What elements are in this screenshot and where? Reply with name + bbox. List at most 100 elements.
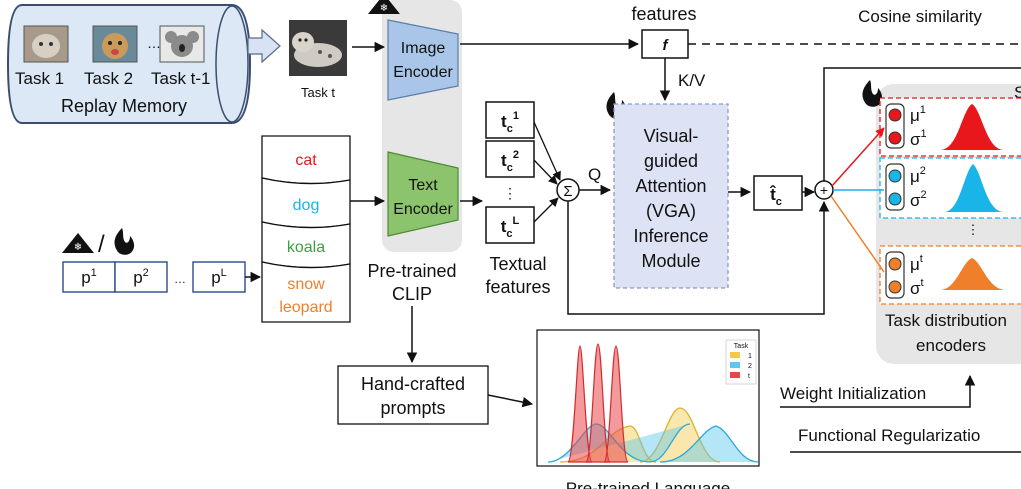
sigma-t: σt [910, 277, 924, 298]
lang-red-curve-2 [585, 343, 611, 463]
prompt-p1: p1 [81, 267, 97, 287]
distribution-label-1: Task distribution [885, 311, 1007, 330]
mu-2: μ2 [910, 165, 926, 186]
distribution-row-2: μ2 σ2 [879, 157, 1021, 219]
gaussian-t [940, 258, 1006, 290]
replay-memory-scroll-end [215, 5, 249, 123]
t-hat-box [753, 175, 803, 211]
prompt-slash: / [98, 231, 105, 258]
memory-ellipsis: … [147, 35, 161, 51]
task-t-1-label: Task t-1 [151, 69, 211, 88]
distribution-row-t: μt σt [879, 245, 1021, 305]
image-encoder-label-2: Encoder [393, 64, 453, 81]
prompt-pL: pL [211, 267, 227, 287]
image-encoder [387, 19, 459, 101]
handcrafted-to-plot-arrow [487, 394, 534, 408]
functional-reg-label: Functional Regularizatio [798, 426, 980, 445]
vga-line-6: Module [641, 251, 700, 271]
prompt-flame-icon [114, 228, 135, 255]
image-feature-symbol: f [663, 37, 670, 54]
mu-1: μ1 [910, 104, 926, 125]
token-vdots: ⋮ [503, 185, 517, 201]
legend-entry-2: 2 [748, 363, 752, 370]
language-distribution-plot: Task 1 2 t [536, 329, 760, 467]
vga-line-4: (VGA) [646, 201, 696, 221]
clip-freeze-icon: ❄ [368, 0, 400, 14]
sigma-1: σ1 [910, 128, 927, 149]
residual-loop-line [567, 200, 830, 315]
class-list: cat dog koala snow leopard [261, 135, 351, 323]
tc1-to-sum [533, 121, 561, 181]
plus-to-row-t [830, 195, 885, 273]
token-tcL: tcL [501, 215, 520, 240]
prompt-status-icons: ❄ / [62, 228, 135, 258]
svg-text:❄: ❄ [74, 242, 82, 253]
koala-thumbnail [159, 25, 205, 63]
kv-label: K/V [678, 71, 706, 90]
text-encoder [387, 151, 459, 237]
replay-memory-title: Replay Memory [61, 96, 187, 116]
hand-crafted-label-1: Hand-crafted [361, 374, 465, 394]
textual-label-2: features [485, 277, 550, 297]
vga-line-1: Visual- [644, 126, 699, 146]
distribution-label-2: encoders [916, 336, 986, 355]
text-encoder-label-1: Text [408, 177, 438, 194]
distribution-corner-label: S [1014, 83, 1021, 102]
plus-symbol: + [820, 182, 828, 198]
t-hat-label: t̂c [769, 185, 782, 208]
distribution-vdots: ⋮ [967, 222, 980, 237]
image-features-label: features [631, 4, 696, 24]
lang-red-curve-1 [567, 345, 593, 463]
sigma-2: σ2 [910, 189, 927, 210]
hand-crafted-label-2: prompts [380, 398, 445, 418]
lang-red-curve-3 [603, 345, 629, 463]
vga-line-3: Attention [635, 176, 706, 196]
sum-symbol: Σ [563, 183, 572, 200]
text-encoder-label-2: Encoder [393, 201, 453, 218]
legend-entry-1: 1 [748, 353, 752, 360]
weight-init-label: Weight Initialization [780, 384, 926, 403]
tcL-to-sum [533, 197, 559, 223]
svg-text:❄: ❄ [380, 3, 388, 14]
cosine-similarity-label: Cosine similarity [858, 7, 982, 26]
vga-line-2: guided [644, 151, 698, 171]
token-tc2: tc2 [501, 149, 519, 174]
distribution-flame-icon [862, 80, 883, 107]
task-t-label: Task t [301, 85, 335, 100]
class-koala: koala [287, 239, 325, 256]
weight-init-arrow [780, 374, 976, 408]
memory-to-task-arrow [247, 28, 281, 64]
class-leopard: leopard [279, 299, 332, 316]
legend-title: Task [734, 343, 749, 350]
tc2-to-sum [533, 159, 558, 185]
clip-label-1: Pre-trained [367, 261, 456, 281]
plus-to-cosine-line [823, 67, 1021, 181]
vga-module [613, 103, 729, 289]
image-encoder-label-1: Image [401, 40, 446, 57]
dog-thumbnail [92, 25, 138, 63]
class-cat: cat [295, 152, 317, 169]
gaussian-1 [940, 104, 1004, 150]
legend-entry-t: t [748, 373, 750, 380]
replay-memory: … Task 1 Task 2 Task t-1 Replay Memory [6, 4, 252, 124]
prompt-ellipsis: … [174, 272, 186, 286]
query-label: Q [588, 165, 601, 184]
clip-label-2: CLIP [392, 284, 432, 304]
current-task-image [289, 20, 347, 76]
token-tc1: tc1 [501, 110, 519, 135]
class-snow: snow [287, 276, 325, 293]
task-1-label: Task 1 [15, 69, 64, 88]
textual-features: tc1 tc2 ⋮ tcL Textual features [485, 101, 551, 297]
vga-line-5: Inference [633, 226, 708, 246]
plus-to-row-1 [831, 127, 885, 187]
prompt-p2: p2 [133, 267, 149, 287]
task-2-label: Task 2 [84, 69, 133, 88]
class-dog: dog [293, 197, 320, 214]
textual-label-1: Textual [489, 254, 546, 274]
cat-thumbnail [23, 25, 69, 63]
distribution-row-1: μ1 σ1 [879, 97, 1021, 157]
prompt-tokens: p1 p2 … pL [62, 261, 246, 293]
pretrained-language-label: Pre-trained Language [566, 479, 730, 489]
mu-t: μt [910, 253, 923, 274]
